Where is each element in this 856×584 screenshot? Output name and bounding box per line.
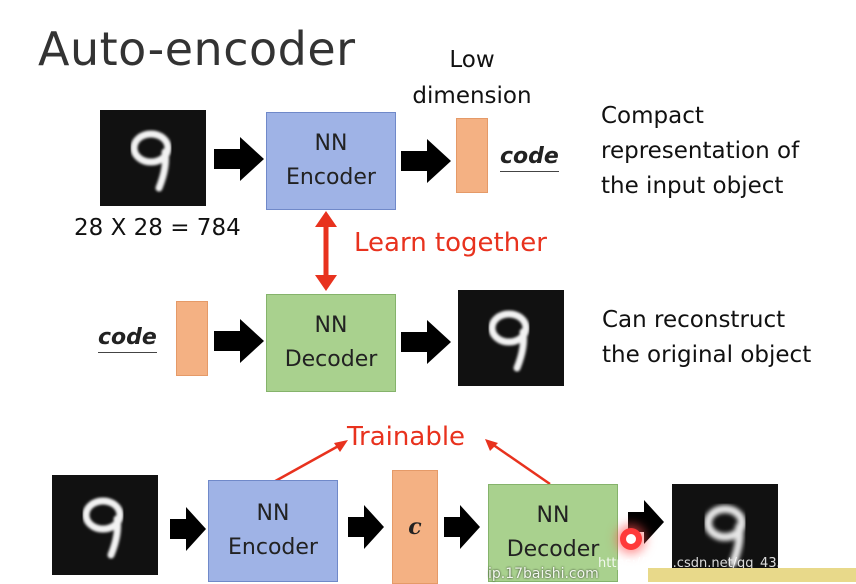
nn-decoder-box: NN Decoder xyxy=(266,294,396,392)
desc-line1: Compact xyxy=(601,103,704,129)
decoder-label-line1: NN xyxy=(536,503,570,528)
decoder-label-line2: Decoder xyxy=(506,537,600,562)
compact-representation-text: Compact representation of the input obje… xyxy=(601,99,799,204)
bottom-input-digit-image xyxy=(52,475,158,575)
code-bar xyxy=(456,118,488,193)
code-label: code xyxy=(500,144,559,172)
double-arrow-icon xyxy=(315,211,337,291)
desc-line2: the original object xyxy=(602,342,812,368)
digit-nine-icon xyxy=(488,310,530,372)
arrow-right-icon xyxy=(628,500,664,544)
encoder-label-line2: Encoder xyxy=(286,165,376,190)
digit-nine-icon xyxy=(130,130,172,192)
watermark-site: ip.17baishi.com xyxy=(488,566,599,582)
trainable-label: Trainable xyxy=(347,422,466,452)
arrow-right-icon xyxy=(214,137,264,181)
bottom-code-bar: c xyxy=(392,470,438,584)
bottom-output-digit-image xyxy=(672,484,778,582)
trainable-arrows-icon xyxy=(269,439,551,486)
decoder-label-line2: Decoder xyxy=(284,347,378,372)
page-title: Auto-encoder xyxy=(38,22,356,76)
input-digit-image xyxy=(100,110,206,206)
arrow-right-icon xyxy=(348,505,384,549)
input-size-label: 28 X 28 = 784 xyxy=(74,215,241,241)
desc-line3: the input object xyxy=(601,173,784,199)
pointer-dot xyxy=(620,528,642,550)
reconstructed-digit-image xyxy=(458,290,564,386)
caption-bar xyxy=(648,568,856,582)
code-label: code xyxy=(98,325,157,353)
watermark-url: https://blog.csdn.net/qq_43573054 xyxy=(598,556,827,571)
encoder-label-line2: Encoder xyxy=(228,535,318,560)
code-symbol: c xyxy=(408,514,422,540)
arrow-right-icon xyxy=(401,139,451,183)
arrow-right-icon xyxy=(214,319,264,363)
arrow-right-icon xyxy=(401,320,451,364)
encoder-label-line1: NN xyxy=(256,501,290,526)
digit-nine-icon xyxy=(82,497,124,559)
encoder-label-line1: NN xyxy=(314,131,348,156)
desc-line2: representation of xyxy=(601,138,800,164)
learn-together-label: Learn together xyxy=(354,228,547,258)
arrow-right-icon xyxy=(444,505,480,549)
low-dimension-label: Low dimension xyxy=(407,42,537,114)
bottom-nn-decoder-box: NN Decoder xyxy=(488,484,618,582)
code-bar xyxy=(176,301,208,376)
low-dimension-line1: Low xyxy=(449,47,495,73)
digit-nine-icon xyxy=(704,505,746,567)
nn-encoder-box: NN Encoder xyxy=(266,112,396,210)
reconstruct-text: Can reconstruct the original object xyxy=(602,303,811,373)
bottom-nn-encoder-box: NN Encoder xyxy=(208,480,338,582)
decoder-label-line1: NN xyxy=(314,313,348,338)
desc-line1: Can reconstruct xyxy=(602,307,786,333)
arrow-right-icon xyxy=(170,507,206,551)
low-dimension-line2: dimension xyxy=(412,83,532,109)
